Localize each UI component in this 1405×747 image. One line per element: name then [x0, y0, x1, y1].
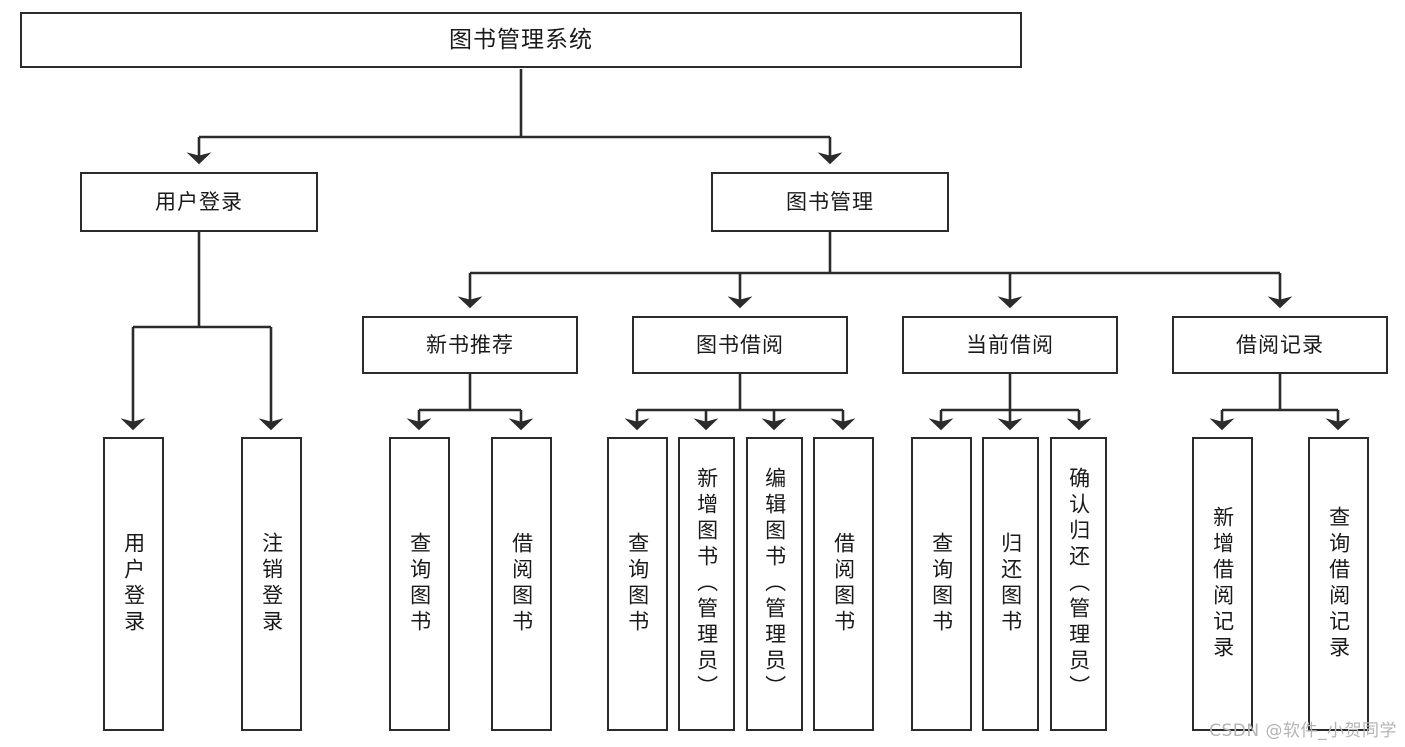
node-leaf-user-login[interactable]: 用户登录: [103, 437, 164, 731]
watermark-text: CSDN @软件_小贺同学: [1209, 721, 1397, 741]
leaf-label: 新增图书（管理员）: [694, 467, 719, 701]
node-leaf-confirm-return[interactable]: 确认归还（管理员）: [1050, 437, 1107, 731]
node-user-login[interactable]: 用户登录: [80, 172, 318, 232]
node-new-book-recommend[interactable]: 新书推荐: [362, 316, 578, 374]
node-leaf-user-logout[interactable]: 注销登录: [241, 437, 302, 731]
leaf-label: 注销登录: [259, 532, 284, 636]
leaf-label: 查询图书: [407, 532, 432, 636]
leaf-label: 确认归还（管理员）: [1066, 467, 1091, 701]
leaf-label: 查询图书: [625, 532, 650, 636]
node-leaf-query-book-3[interactable]: 查询图书: [911, 437, 972, 731]
node-root-system[interactable]: 图书管理系统: [20, 12, 1022, 68]
node-leaf-query-book-1[interactable]: 查询图书: [389, 437, 450, 731]
node-borrow-record[interactable]: 借阅记录: [1172, 316, 1388, 374]
node-book-borrow[interactable]: 图书借阅: [632, 316, 848, 374]
node-book-manage[interactable]: 图书管理: [711, 172, 949, 232]
leaf-label: 归还图书: [998, 532, 1023, 636]
leaf-label: 借阅图书: [509, 532, 534, 636]
node-leaf-return-book[interactable]: 归还图书: [982, 437, 1039, 731]
node-leaf-add-book[interactable]: 新增图书（管理员）: [678, 437, 735, 731]
leaf-label: 用户登录: [121, 532, 146, 636]
leaf-label: 查询借阅记录: [1326, 506, 1351, 662]
leaf-label: 查询图书: [929, 532, 954, 636]
node-leaf-query-record[interactable]: 查询借阅记录: [1308, 437, 1369, 731]
node-leaf-borrow-book-2[interactable]: 借阅图书: [813, 437, 874, 731]
node-leaf-edit-book[interactable]: 编辑图书（管理员）: [746, 437, 803, 731]
node-current-borrow[interactable]: 当前借阅: [902, 316, 1118, 374]
leaf-label: 新增借阅记录: [1210, 506, 1235, 662]
node-leaf-borrow-book-1[interactable]: 借阅图书: [491, 437, 552, 731]
leaf-label: 编辑图书（管理员）: [762, 467, 787, 701]
node-leaf-add-record[interactable]: 新增借阅记录: [1192, 437, 1253, 731]
node-leaf-query-book-2[interactable]: 查询图书: [607, 437, 668, 731]
leaf-label: 借阅图书: [831, 532, 856, 636]
